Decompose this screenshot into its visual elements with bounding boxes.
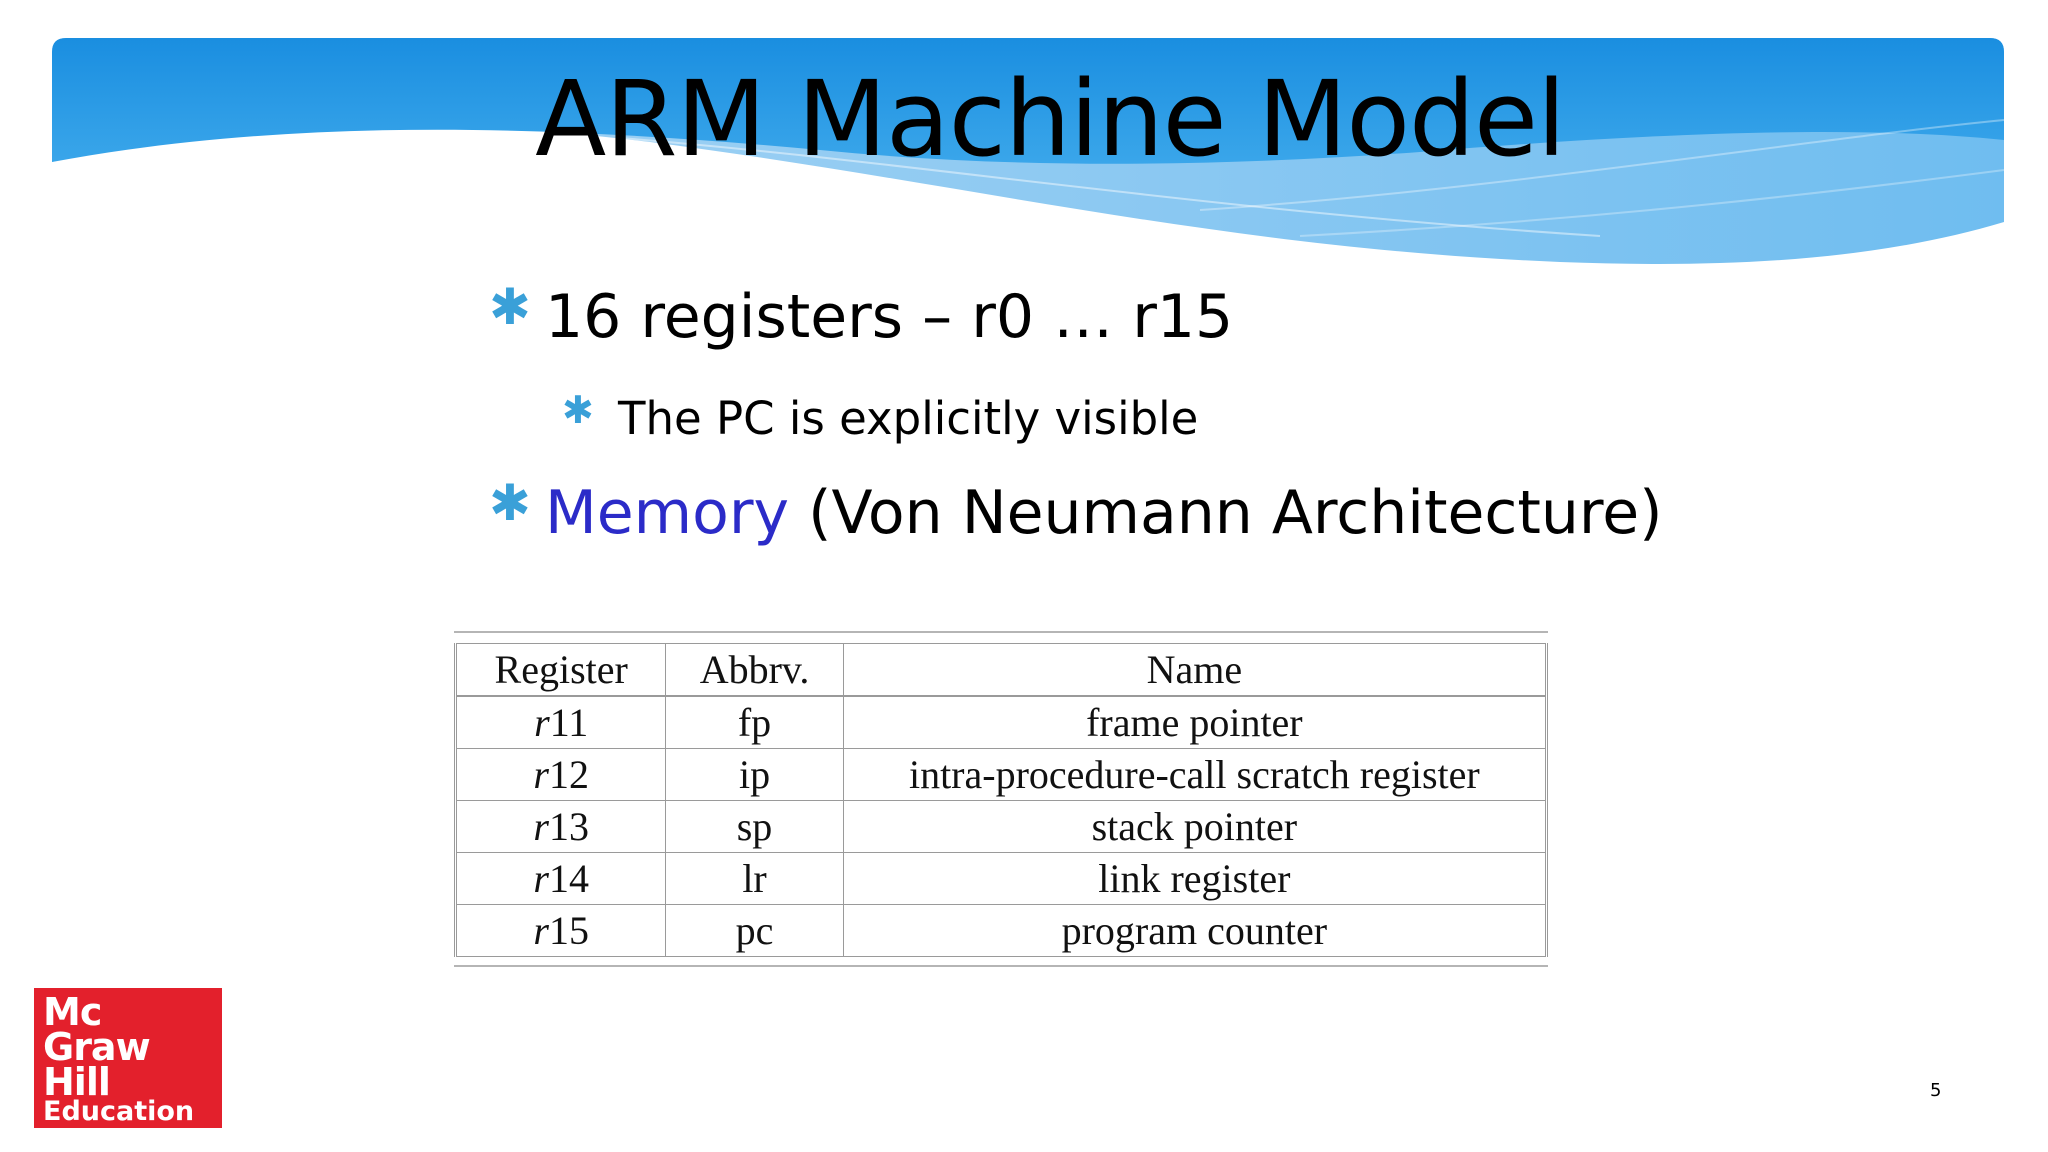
slide-title: ARM Machine Model xyxy=(535,58,1566,180)
bullet-list: ✱ 16 registers – r0 … r15 ✱ The PC is ex… xyxy=(489,278,1663,548)
table-row: r11 fp frame pointer xyxy=(454,695,1548,749)
abbrv-cell: lr xyxy=(665,852,844,905)
table-row: r15 pc program counter xyxy=(454,904,1548,957)
bullet-text: 16 registers – r0 … r15 xyxy=(545,282,1234,352)
bullet-star-icon: ✱ xyxy=(562,388,594,432)
bullet-pc-visible: ✱ The PC is explicitly visible xyxy=(562,388,1199,445)
column-header-name: Name xyxy=(842,643,1548,697)
bullet-star-icon: ✱ xyxy=(489,474,531,532)
bullet-text: The PC is explicitly visible xyxy=(618,392,1199,445)
bullet-memory: ✱ Memory (Von Neumann Architecture) xyxy=(489,474,1663,548)
abbrv-cell: sp xyxy=(665,800,844,853)
register-cell: r12 xyxy=(454,748,667,801)
abbrv-cell: pc xyxy=(665,904,844,957)
bullet-text: (Von Neumann Architecture) xyxy=(789,478,1663,548)
table-header-row: Register Abbrv. Name xyxy=(454,643,1548,697)
column-header-abbrv: Abbrv. xyxy=(665,643,844,697)
column-header-register: Register xyxy=(454,643,667,697)
register-table-frame: Register Abbrv. Name r11 fp frame pointe… xyxy=(454,631,1548,967)
table-row: r12 ip intra-procedure-call scratch regi… xyxy=(454,748,1548,801)
publisher-logo: Mc Graw Hill Education xyxy=(34,988,222,1128)
logo-text-line: Education xyxy=(43,1096,195,1127)
name-cell: intra-procedure-call scratch register xyxy=(842,748,1548,801)
register-cell: r14 xyxy=(454,852,667,905)
page-number: 5 xyxy=(1930,1080,1942,1101)
register-cell: r15 xyxy=(454,904,667,957)
abbrv-cell: ip xyxy=(665,748,844,801)
register-table: Register Abbrv. Name r11 fp frame pointe… xyxy=(454,643,1548,957)
logo-text-line: Hill xyxy=(43,1060,111,1104)
name-cell: stack pointer xyxy=(842,800,1548,853)
logo-text-line: Graw xyxy=(43,1025,151,1069)
logo-text-line: Mc xyxy=(43,990,102,1034)
bullet-registers: ✱ 16 registers – r0 … r15 xyxy=(489,278,1234,352)
header-wave xyxy=(52,38,2005,264)
name-cell: program counter xyxy=(842,904,1548,957)
register-cell: r13 xyxy=(454,800,667,853)
name-cell: link register xyxy=(842,852,1548,905)
name-cell: frame pointer xyxy=(842,695,1548,749)
table-row: r13 sp stack pointer xyxy=(454,800,1548,853)
table-row: r14 lr link register xyxy=(454,852,1548,905)
bullet-star-icon: ✱ xyxy=(489,278,531,336)
register-cell: r11 xyxy=(454,695,667,749)
bullet-accent-text: Memory xyxy=(545,478,790,548)
abbrv-cell: fp xyxy=(665,695,844,749)
